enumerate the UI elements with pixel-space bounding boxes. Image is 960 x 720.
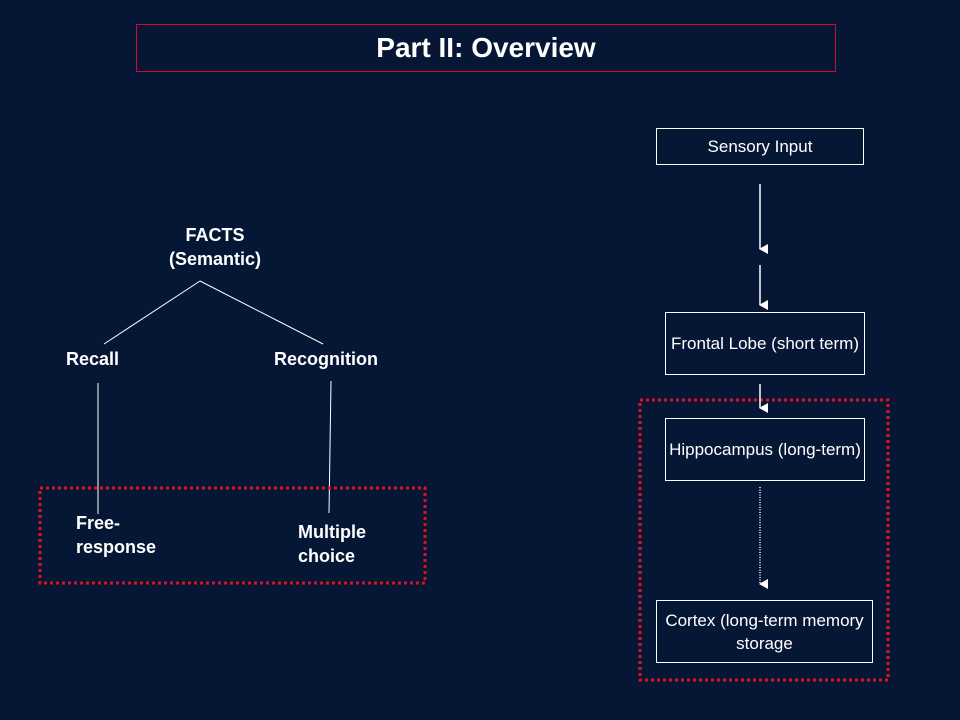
tree-line-recognition-to-multiple-choice (328, 380, 332, 514)
flow-box-frontal-lobe-text: Frontal Lobe (short term) (670, 334, 859, 353)
flow-box-cortex: Cortex (long-term memory storage (656, 600, 873, 663)
tree-line-root-to-recall (103, 280, 201, 345)
leaf-free-response-label: Free- response (76, 513, 157, 557)
flow-box-hippocampus: Hippocampus (long-term) (665, 418, 865, 481)
flow-box-frontal-lobe: Frontal Lobe (short term) (665, 312, 865, 375)
page-title: Part II: Overview (136, 24, 836, 72)
flow-box-sensory-input: Sensory Input (656, 128, 864, 165)
branch-recognition-label: Recognition (274, 349, 378, 369)
tree-root-line1: FACTS (185, 225, 245, 245)
flow-box-sensory-input-text: Sensory Input (707, 137, 813, 156)
branch-recall-label: Recall (66, 349, 120, 369)
tree-line-root-to-recognition (199, 280, 324, 345)
tree-root-line2: (Semantic) (168, 249, 262, 269)
flow-box-hippocampus-text: Hippocampus (long-term) (669, 440, 861, 459)
tree-root-label: FACTS (Semantic) (140, 223, 290, 271)
flow-box-cortex-text: Cortex (long-term memory storage (665, 610, 864, 653)
highlight-left-dashed (38, 486, 427, 585)
leaf-multiple-choice-label: Multiple choice (298, 522, 366, 566)
